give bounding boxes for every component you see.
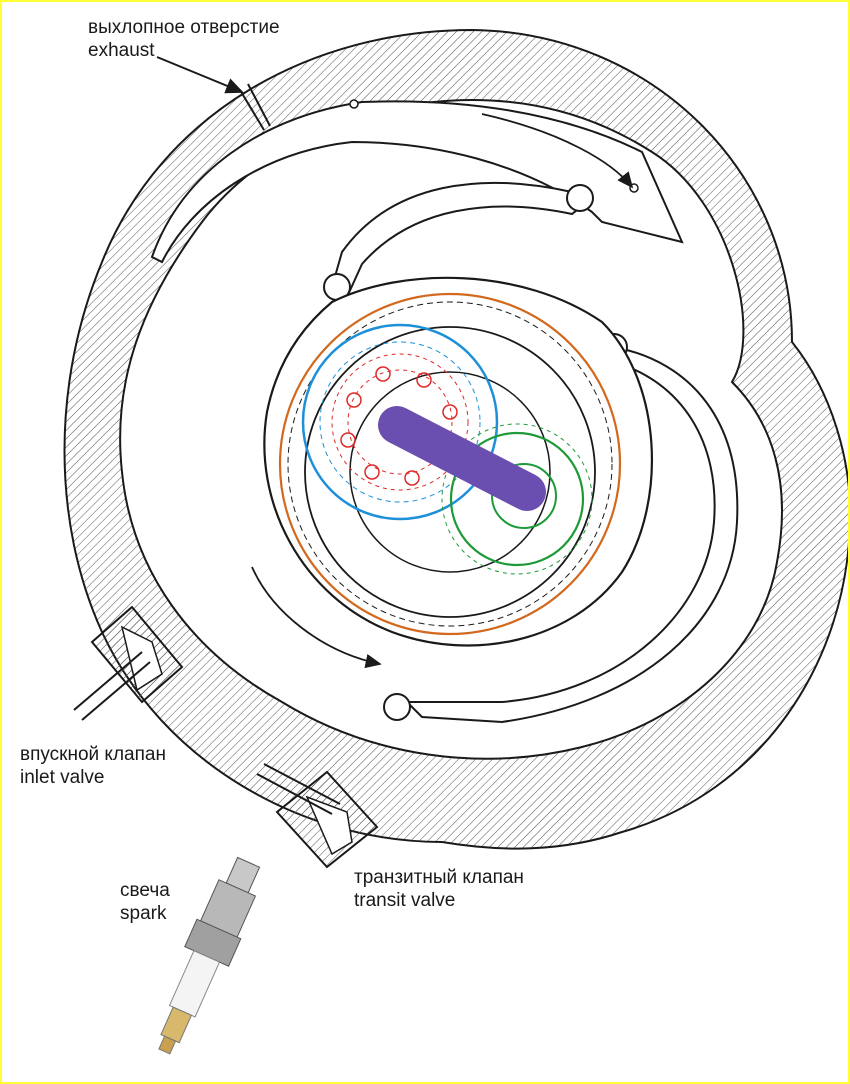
flow-arrow-top — [481, 113, 634, 189]
exhaust-label: выхлопное отверстие exhaust — [88, 16, 280, 62]
dashed-ring-outer — [287, 301, 613, 627]
rotor-arm — [378, 406, 546, 511]
flow-arrow-bottom — [251, 566, 382, 669]
transit-valve-label: транзитный клапан transit valve — [354, 866, 524, 912]
red-dashed-inner — [347, 369, 453, 475]
green-circle-small — [491, 463, 557, 529]
exhaust-label-en: exhaust — [88, 40, 155, 61]
green-circle-large — [449, 431, 585, 567]
spark-label: свеча spark — [120, 879, 170, 925]
bottom-vane-pivot — [383, 693, 411, 721]
transit-valve — [256, 763, 379, 869]
blue-circle — [301, 323, 499, 521]
inlet-valve — [73, 605, 184, 721]
upper-chamber — [150, 100, 684, 264]
housing-ring — [63, 28, 848, 850]
inlet-valve-label-ru: впускной клапан — [20, 744, 166, 765]
orange-ring — [278, 292, 622, 636]
rotor-inner — [349, 371, 551, 573]
red-holes — [340, 366, 458, 486]
exhaust-label-ru: выхлопное отверстие — [88, 17, 280, 38]
spark-plug — [158, 856, 261, 1055]
bolt-top — [349, 99, 359, 109]
right-chamber — [404, 345, 739, 724]
green-dashed — [441, 423, 593, 575]
exhaust-port — [239, 83, 271, 131]
transit-valve-label-ru: транзитный клапан — [354, 867, 524, 888]
inlet-valve-label: впускной клапан inlet valve — [20, 743, 166, 789]
upper-vane-pivot — [566, 184, 594, 212]
blue-dashed — [319, 341, 481, 503]
spark-label-ru: свеча — [120, 880, 170, 901]
red-dashed-outer — [331, 353, 469, 491]
rotor-disc — [304, 326, 596, 618]
inlet-valve-label-en: inlet valve — [20, 767, 105, 788]
spark-label-en: spark — [120, 903, 167, 924]
transit-valve-label-en: transit valve — [354, 890, 456, 911]
exhaust-leader — [156, 56, 244, 94]
